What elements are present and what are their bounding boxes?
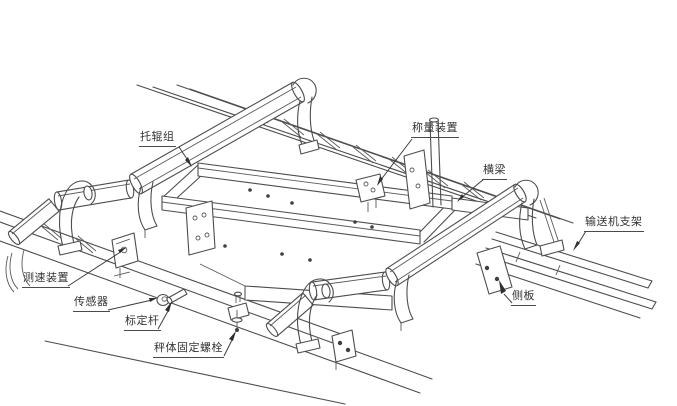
arrowhead-weighing-device [377, 176, 383, 186]
arrowhead-speed-device [118, 247, 127, 253]
arrowhead-idler-group [185, 157, 192, 167]
idler-set-right [265, 179, 565, 370]
speed-device-part [111, 232, 139, 278]
label-speed-device: 测速装置 [22, 272, 70, 288]
label-cross-beam: 横梁 [482, 164, 507, 180]
label-side-plate: 侧板 [511, 290, 536, 306]
label-scale-fixing-bolt: 秤体固定螺栓 [153, 342, 224, 358]
arrowhead-calibration-rod [165, 301, 172, 312]
leader-side-plate [503, 293, 513, 304]
right-conveyor-bracket-rails [475, 231, 657, 319]
arrowhead-fixing-bolt [229, 331, 236, 341]
leader-fixing-bolt [223, 339, 233, 357]
leader-calibration-rod [157, 310, 169, 330]
idler-set-left [5, 77, 320, 293]
arrowhead-conveyor-bracket [573, 241, 580, 251]
far-conveyor-rails [136, 84, 574, 224]
load-cell-assembly [355, 173, 386, 212]
label-sensor: 传感器 [73, 296, 110, 312]
label-idler-group: 托辊组 [139, 131, 176, 147]
calibration-rod-part [166, 288, 188, 305]
callout-leaders [67, 138, 587, 357]
leader-weighing-device [379, 138, 413, 182]
arrowhead-side-plate [499, 280, 506, 294]
leader-speed-device [67, 250, 123, 287]
label-weighing-device: 称量装置 [411, 122, 459, 138]
arrowhead-cross-beam [457, 194, 464, 202]
leader-cross-beam [460, 178, 485, 199]
fixing-bolt-part [227, 291, 250, 332]
leader-conveyor-bracket [577, 230, 587, 245]
leader-sensor [107, 299, 153, 311]
label-conveyor-bracket: 输送机支架 [584, 216, 644, 232]
side-plate-part [476, 245, 513, 295]
label-calibration-rod: 标定杆 [124, 315, 161, 331]
near-conveyor-rails [0, 210, 433, 405]
arrowhead-sensor [149, 298, 157, 302]
